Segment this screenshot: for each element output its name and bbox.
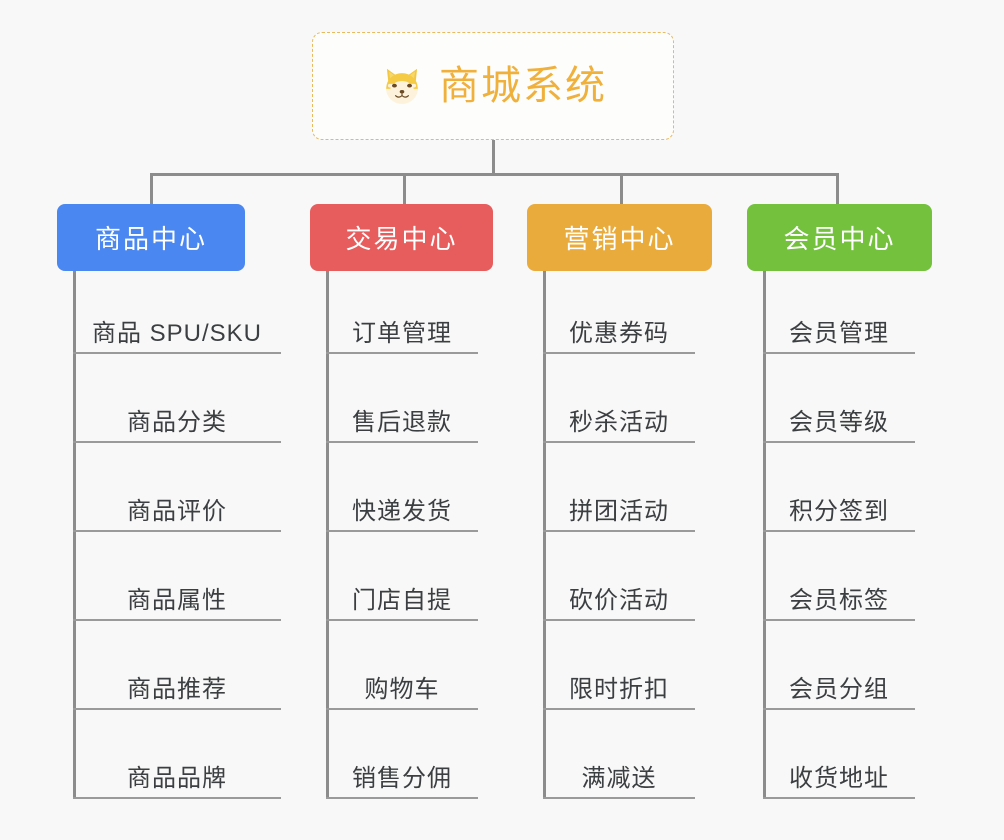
- category-header-3[interactable]: 会员中心: [747, 204, 932, 271]
- leaf-item[interactable]: 会员管理: [763, 312, 915, 354]
- root-node[interactable]: 商城系统: [312, 32, 674, 140]
- leaf-item-label: 限时折扣: [569, 676, 669, 703]
- leaf-item-label: 会员分组: [789, 676, 889, 703]
- leaf-item-label: 收货地址: [789, 765, 889, 792]
- leaf-item-rule: [763, 352, 915, 354]
- leaf-item[interactable]: 会员标签: [763, 579, 915, 621]
- leaf-item[interactable]: 门店自提: [326, 579, 478, 621]
- leaf-item-label: 满减送: [581, 765, 657, 792]
- leaf-item-rule: [326, 619, 478, 621]
- leaf-item[interactable]: 满减送: [543, 757, 695, 799]
- leaf-item[interactable]: 秒杀活动: [543, 401, 695, 443]
- leaf-item[interactable]: 商品属性: [73, 579, 281, 621]
- category-header-label: 会员中心: [783, 224, 896, 254]
- leaf-item-label: 会员标签: [789, 587, 889, 614]
- leaf-item[interactable]: 会员分组: [763, 668, 915, 710]
- leaf-item-rule: [73, 441, 281, 443]
- leaf-item-rule: [326, 352, 478, 354]
- leaf-item-label: 商品品牌: [127, 765, 227, 792]
- leaf-item-label: 销售分佣: [352, 765, 452, 792]
- leaf-item-rule: [326, 797, 478, 799]
- leaf-item-rule: [763, 530, 915, 532]
- leaf-item-label: 会员等级: [789, 409, 889, 436]
- leaf-item-label: 售后退款: [352, 409, 452, 436]
- leaf-item-rule: [543, 441, 695, 443]
- leaf-item-rule: [73, 352, 281, 354]
- leaf-item[interactable]: 优惠券码: [543, 312, 695, 354]
- leaf-item-label: 商品属性: [127, 587, 227, 614]
- column-spine-connector-0: [73, 271, 76, 799]
- leaf-item-rule: [326, 441, 478, 443]
- leaf-item[interactable]: 商品 SPU/SKU: [73, 312, 281, 354]
- root-title: 商城系统: [439, 64, 607, 108]
- leaf-item-label: 拼团活动: [569, 498, 669, 525]
- leaf-item-rule: [763, 619, 915, 621]
- leaf-item[interactable]: 收货地址: [763, 757, 915, 799]
- leaf-item-label: 商品分类: [127, 409, 227, 436]
- leaf-item[interactable]: 限时折扣: [543, 668, 695, 710]
- branch-connector-1: [150, 173, 153, 206]
- leaf-item[interactable]: 商品评价: [73, 490, 281, 532]
- column-spine-connector-2: [543, 271, 546, 799]
- leaf-item-label: 秒杀活动: [569, 409, 669, 436]
- leaf-item-rule: [543, 708, 695, 710]
- leaf-item-label: 会员管理: [789, 320, 889, 347]
- category-header-label: 交易中心: [345, 224, 458, 254]
- root-stem-connector: [492, 140, 495, 175]
- column-spine-connector-3: [763, 271, 766, 799]
- leaf-item-rule: [73, 797, 281, 799]
- leaf-item-rule: [543, 619, 695, 621]
- leaf-item-rule: [326, 708, 478, 710]
- leaf-item-label: 订单管理: [352, 320, 452, 347]
- leaf-item-rule: [543, 797, 695, 799]
- category-header-2[interactable]: 营销中心: [527, 204, 712, 271]
- leaf-item-rule: [73, 619, 281, 621]
- category-header-1[interactable]: 交易中心: [310, 204, 493, 271]
- leaf-item-rule: [763, 441, 915, 443]
- category-header-label: 商品中心: [94, 224, 207, 254]
- leaf-item[interactable]: 商品推荐: [73, 668, 281, 710]
- leaf-item[interactable]: 购物车: [326, 668, 478, 710]
- leaf-item[interactable]: 快递发货: [326, 490, 478, 532]
- leaf-item-label: 快递发货: [352, 498, 452, 525]
- leaf-item[interactable]: 售后退款: [326, 401, 478, 443]
- column-spine-connector-1: [326, 271, 329, 799]
- leaf-item-label: 砍价活动: [569, 587, 669, 614]
- leaf-item-label: 积分签到: [789, 498, 889, 525]
- leaf-item-rule: [763, 797, 915, 799]
- leaf-item-label: 商品推荐: [127, 676, 227, 703]
- leaf-item-rule: [543, 530, 695, 532]
- leaf-item-rule: [543, 352, 695, 354]
- leaf-item-label: 门店自提: [352, 587, 452, 614]
- leaf-item-label: 商品 SPU/SKU: [91, 320, 263, 347]
- shiba-dog-icon: [379, 63, 425, 109]
- leaf-item[interactable]: 拼团活动: [543, 490, 695, 532]
- branch-connector-2: [403, 173, 406, 206]
- leaf-item-label: 购物车: [364, 676, 440, 703]
- branch-connector-3: [620, 173, 623, 206]
- leaf-item[interactable]: 砍价活动: [543, 579, 695, 621]
- leaf-item-rule: [73, 708, 281, 710]
- category-header-label: 营销中心: [563, 224, 676, 254]
- leaf-item-label: 优惠券码: [569, 320, 669, 347]
- category-header-0[interactable]: 商品中心: [57, 204, 245, 271]
- leaf-item-rule: [763, 708, 915, 710]
- leaf-item[interactable]: 积分签到: [763, 490, 915, 532]
- leaf-item-rule: [326, 530, 478, 532]
- leaf-item-rule: [73, 530, 281, 532]
- leaf-item[interactable]: 会员等级: [763, 401, 915, 443]
- leaf-item[interactable]: 销售分佣: [326, 757, 478, 799]
- leaf-item[interactable]: 商品品牌: [73, 757, 281, 799]
- horizontal-bus-connector: [150, 173, 836, 176]
- leaf-item[interactable]: 订单管理: [326, 312, 478, 354]
- branch-connector-4: [836, 173, 839, 206]
- leaf-item[interactable]: 商品分类: [73, 401, 281, 443]
- leaf-item-label: 商品评价: [127, 498, 227, 525]
